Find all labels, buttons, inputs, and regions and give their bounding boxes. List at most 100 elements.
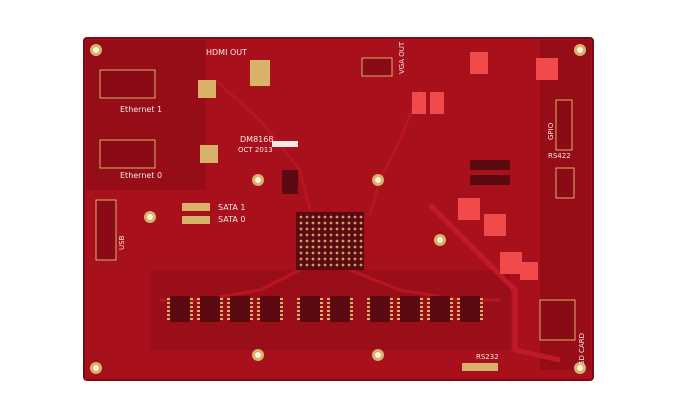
memory-chip-pin [397,306,400,308]
bga-ball [317,251,321,255]
bga-ball [347,215,351,219]
bga-ball [299,215,303,219]
bga-ball [323,257,327,261]
mounting-hole [577,365,583,371]
memory-chip-pin [420,314,423,316]
memory-chip-pin [450,298,453,300]
memory-chip-pin [397,318,400,320]
memory-chip-pin [327,314,330,316]
memory-chip-pin [297,298,300,300]
bga-ball [347,233,351,237]
memory-chip-pin [257,314,260,316]
memory-chip-pin [250,306,253,308]
bga-ball [353,239,357,243]
memory-chip-pin [190,306,193,308]
silk-white-box [272,141,298,147]
bga-ball [323,239,327,243]
memory-chip-pin [250,310,253,312]
rs232-connector [462,363,498,371]
memory-chip-pin [227,298,230,300]
mounting-hole [375,177,381,183]
memory-chip-pin [397,314,400,316]
mounting-hole [437,237,443,243]
bga-ball [341,263,345,267]
rs422-connector [555,167,575,199]
memory-chip-pin [420,318,423,320]
ic-chip-right-2 [470,175,510,185]
memory-chip-pin [220,306,223,308]
memory-chip-pin [480,306,483,308]
bga-ball [341,251,345,255]
memory-chip-pin [280,318,283,320]
bga-ball [353,251,357,255]
bga-ball [359,257,363,261]
bga-ball [323,233,327,237]
memory-chip [330,296,350,322]
bga-ball [311,221,315,225]
label-ethernet-0: Ethernet 0 [120,171,162,180]
bga-ball [341,221,345,225]
sata-1-connector [182,203,210,211]
memory-chip-pin [367,310,370,312]
memory-chip-pin [297,310,300,312]
memory-chip-row [167,296,483,322]
bga-ball [335,239,339,243]
bga-ball [347,221,351,225]
bga-ball [305,227,309,231]
mounting-hole [255,177,261,183]
memory-chip-pin [220,302,223,304]
label-sata-0: SATA 0 [218,215,245,224]
bga-ball [335,227,339,231]
memory-chip-pin [190,298,193,300]
bga-ball [311,215,315,219]
memory-chip-pin [250,314,253,316]
bga-ball [341,233,345,237]
memory-chip-pin [250,318,253,320]
trace-bundle-right [368,89,422,216]
bga-ball [359,263,363,267]
bga-ball [311,239,315,243]
memory-chip-pin [457,314,460,316]
bga-ball-grid [299,215,363,267]
bga-ball [311,263,315,267]
memory-chip [230,296,250,322]
bga-ball [353,215,357,219]
vga-connector-pads [361,57,393,77]
bga-ball [359,239,363,243]
bga-ball [299,257,303,261]
memory-chip-pin [197,298,200,300]
label-usb: USB [118,235,126,250]
bga-ball [347,251,351,255]
sata-0-connector [182,216,210,224]
bga-ball [335,221,339,225]
bga-ball [305,233,309,237]
memory-chip [400,296,420,322]
bga-ball [347,245,351,249]
bga-ball [353,227,357,231]
memory-chip-pin [190,314,193,316]
bga-ball [305,263,309,267]
memory-chip-pin [220,298,223,300]
bga-ball [353,263,357,267]
mounting-hole [93,365,99,371]
bga-ball [341,239,345,243]
power-pad-6 [484,214,506,236]
memory-chip-pin [167,314,170,316]
bga-ball [311,257,315,261]
bga-ball [311,245,315,249]
bga-ball [317,227,321,231]
memory-chip-pin [190,318,193,320]
bga-ball [359,245,363,249]
memory-chip-pin [280,310,283,312]
ic-chip-mid-left [282,170,298,194]
memory-chip-pin [367,318,370,320]
bga-ball [305,215,309,219]
memory-chip-pin [167,310,170,312]
memory-chip-pin [257,302,260,304]
bga-ball [347,239,351,243]
bga-ball [329,221,333,225]
memory-chip-pin [457,306,460,308]
memory-chip-pin [320,310,323,312]
memory-chip-pin [257,306,260,308]
